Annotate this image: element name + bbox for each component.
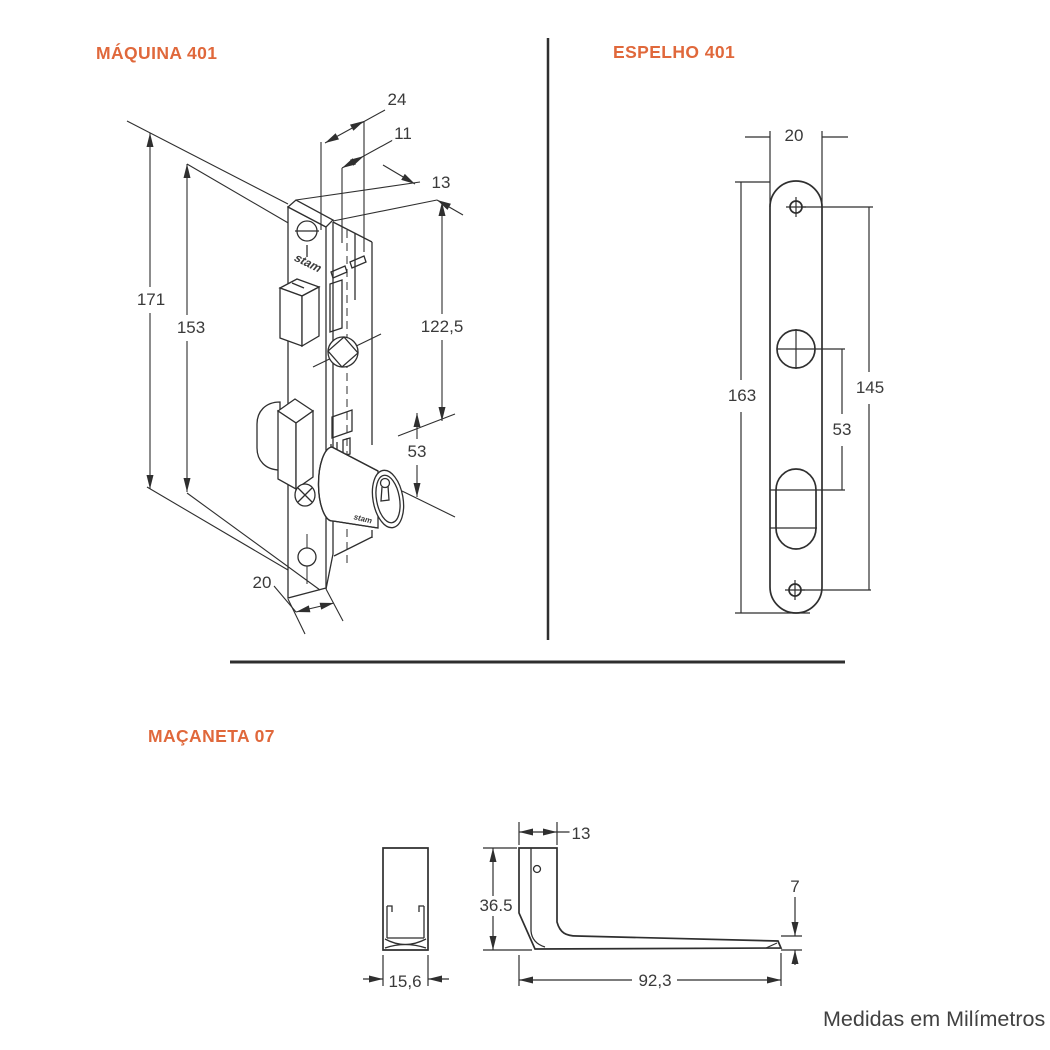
dim-macaneta-tip-height: 7	[788, 877, 802, 897]
handle-side-view	[518, 847, 783, 950]
faceplate-screws	[294, 220, 319, 584]
espelho-handle-hole	[776, 329, 845, 369]
handle-front-dims	[363, 955, 449, 986]
dim-machine-total-height: 171	[134, 290, 168, 310]
spindle-hub	[312, 333, 382, 368]
section-title-maquina: MÁQUINA 401	[96, 43, 218, 63]
espelho-dim-lines	[735, 131, 873, 614]
machine-dim-lines-top	[295, 109, 464, 252]
espelho-cylinder-hole	[770, 468, 845, 550]
dim-machine-upper-span: 122,5	[418, 317, 466, 337]
section-dividers	[230, 38, 845, 664]
machine-dim-plate-width	[273, 585, 344, 635]
espelho-drawing	[735, 131, 873, 614]
units-note: Medidas em Milímetros	[823, 1007, 1046, 1031]
macaneta-drawing	[363, 822, 802, 986]
machine-dim-lines-right	[397, 202, 456, 518]
section-title-espelho: ESPELHO 401	[613, 42, 736, 62]
dim-espelho-hub-to-cylinder: 53	[830, 420, 854, 440]
dim-macaneta-lever-length: 92,3	[636, 971, 674, 991]
dim-espelho-plate-height: 163	[725, 386, 759, 406]
dim-macaneta-neck-width: 13	[569, 824, 593, 844]
dim-machine-plate-width: 20	[250, 573, 274, 593]
handle-front-view	[382, 847, 429, 951]
dim-espelho-screw-span: 145	[853, 378, 887, 398]
dim-machine-case-inner: 11	[392, 124, 414, 144]
key-cylinder: stam	[317, 446, 405, 529]
dim-espelho-plate-width: 20	[782, 126, 806, 146]
deadbolt	[256, 398, 315, 491]
section-title-macaneta: MAÇANETA 07	[148, 726, 275, 746]
dim-macaneta-grip-width: 15,6	[386, 972, 424, 992]
handle-side-dims	[483, 822, 802, 986]
dim-machine-case-depth: 24	[385, 90, 409, 110]
dim-machine-hub-to-cylinder: 53	[405, 442, 429, 462]
machine-dim-lines-left	[126, 120, 291, 571]
dim-macaneta-height: 36.5	[477, 896, 515, 916]
latch-bolt	[278, 278, 321, 348]
dim-machine-plate-height: 153	[174, 318, 208, 338]
cylinder-brand-text: stam	[352, 512, 373, 525]
dim-machine-edge-offset: 13	[429, 173, 453, 193]
machine-drawing: stam	[126, 109, 464, 635]
espelho-plate	[769, 180, 823, 614]
